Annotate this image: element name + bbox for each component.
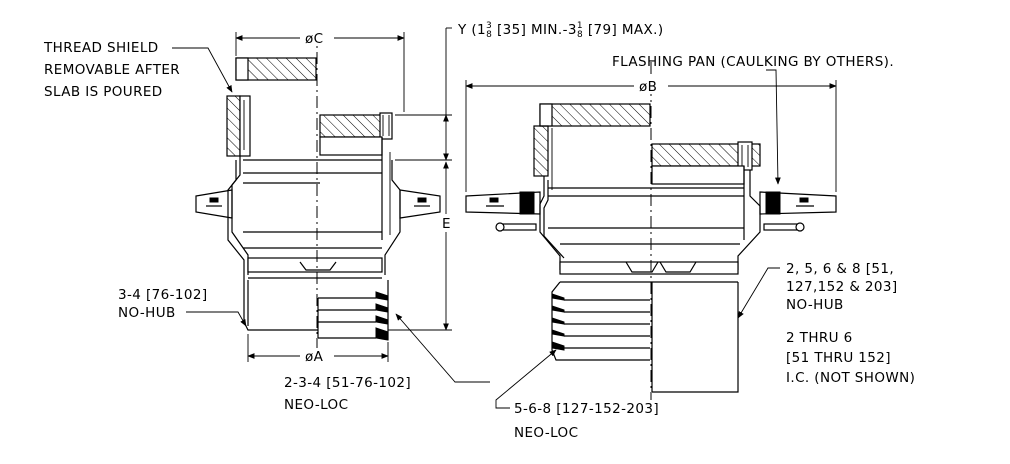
svg-text:Y (138 [35] MIN.-318 [79] MAX.: Y (138 [35] MIN.-318 [79] MAX.) xyxy=(457,21,664,40)
dim-y-part-2: [35] MIN.-3 xyxy=(492,22,577,38)
dim-y-frac-1-den: 8 xyxy=(486,30,492,40)
right-nohub-line-1: 2, 5, 6 & 8 [51, xyxy=(786,261,894,277)
bottom-neoloc-label: 5-6-8 [127-152-203] NEO-LOC xyxy=(514,401,659,441)
thread-shield-line-2: REMOVABLE AFTER xyxy=(44,62,180,78)
left-nohub-label: 3-4 [76-102] NO-HUB xyxy=(118,287,208,321)
right-neoloc-gasket xyxy=(551,293,650,351)
right-nohub-line-2: 127,152 & 203] xyxy=(786,279,898,295)
right-drain-assembly xyxy=(465,62,837,409)
dimension-a-label: øA xyxy=(305,349,324,365)
left-neoloc-line-2: NEO-LOC xyxy=(284,397,348,413)
dim-y-frac-2-num: 1 xyxy=(577,21,583,31)
left-nohub-line-1: 3-4 [76-102] xyxy=(118,287,208,303)
left-nohub-line-2: NO-HUB xyxy=(118,305,176,321)
bottom-neoloc-line-1: 5-6-8 [127-152-203] xyxy=(514,401,659,417)
flashing-pan-label: FLASHING PAN (CAULKING BY OTHERS). xyxy=(612,54,894,70)
right-ic-line-1: 2 THRU 6 xyxy=(786,330,853,346)
left-drain-assembly xyxy=(172,27,490,383)
thread-shield-line-1: THREAD SHIELD xyxy=(43,40,159,56)
dimension-b-label: øB xyxy=(639,79,657,95)
dimension-c-label: øC xyxy=(305,31,324,47)
dim-y-part-3: [79] MAX.) xyxy=(583,22,663,38)
right-ic-line-3: I.C. (NOT SHOWN) xyxy=(786,370,915,386)
dim-y-frac-2-den: 8 xyxy=(577,30,583,40)
left-neoloc-gasket xyxy=(317,280,389,341)
right-ic-label: 2 THRU 6 [51 THRU 152] I.C. (NOT SHOWN) xyxy=(786,330,915,386)
dimension-e-label: E xyxy=(442,216,451,232)
right-nohub-label: 2, 5, 6 & 8 [51, 127,152 & 203] NO-HUB xyxy=(786,261,898,313)
thread-shield-line-3: SLAB IS POURED xyxy=(44,84,163,100)
right-nohub-line-3: NO-HUB xyxy=(786,297,844,313)
dim-y-frac-1-num: 3 xyxy=(486,21,492,31)
dim-y-part-1: Y (1 xyxy=(457,22,486,38)
left-neoloc-line-1: 2-3-4 [51-76-102] xyxy=(284,375,411,391)
right-ic-line-2: [51 THRU 152] xyxy=(786,350,891,366)
bottom-neoloc-line-2: NEO-LOC xyxy=(514,425,578,441)
thread-shield-label: THREAD SHIELD REMOVABLE AFTER SLAB IS PO… xyxy=(43,40,180,100)
left-neoloc-label: 2-3-4 [51-76-102] NEO-LOC xyxy=(284,375,411,413)
